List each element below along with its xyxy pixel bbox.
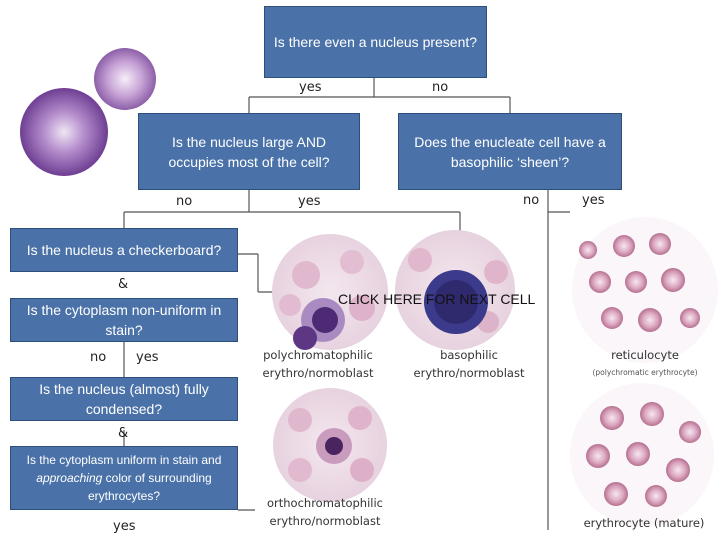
decorative-cell-small [94,48,156,110]
question-cytoplasm-nonuniform-text: Is the cytoplasm non-uniform in stain? [26,302,222,338]
caption-orthochromatophilic: orthochromatophilic erythro/normoblast [252,494,398,530]
label-yes-top: yes [299,80,322,95]
orthochromatophilic-micrograph [273,388,387,502]
basophilic-micrograph [395,230,515,350]
caption-erythrocyte: erythrocyte (mature) [583,516,705,530]
caption-polychromatophilic-line1: polychromatophilic [263,348,373,362]
question-basophilic-sheen[interactable]: Does the enucleate cell have a basophili… [398,113,622,190]
caption-basophilic-line2: erythro/normoblast [413,366,525,380]
label-no-left: no [90,350,107,365]
connector-lines [123,78,570,530]
caption-reticulocyte: reticulocyte [611,348,679,362]
question-nucleus-large[interactable]: Is the nucleus large AND occupies most o… [138,113,360,190]
caption-polychromatophilic: polychromatophilic erythro/normoblast [248,346,388,382]
question-nucleus-present-text: Is there even a nucleus present? [273,34,478,50]
label-no-right: no [523,193,540,208]
label-amp-2: & [118,426,129,441]
question-fully-condensed-text: Is the nucleus (almost) fully condensed? [39,381,209,417]
label-no-top: no [432,80,449,95]
label-yes-right: yes [582,193,605,208]
caption-basophilic: basophilic erythro/normoblast [398,346,540,382]
label-no-mid: no [176,194,193,209]
label-amp-1: & [118,277,129,292]
cytoplasm-uniform-post: color of surrounding erythrocytes? [87,471,212,503]
question-checkerboard[interactable]: Is the nucleus a checkerboard? [10,228,238,272]
label-yes-mid: yes [298,194,321,209]
next-cell-link[interactable]: CLICK HERE FOR NEXT CELL [338,291,536,307]
caption-orthochromatophilic-line2: erythro/normoblast [269,514,381,528]
caption-orthochromatophilic-line1: orthochromatophilic [266,496,383,510]
decorative-cell-large [20,88,108,176]
polychromatophilic-micrograph [272,234,388,350]
caption-basophilic-line1: basophilic [440,348,498,362]
question-cytoplasm-uniform-text: Is the cytoplasm uniform in stain and ap… [11,451,237,505]
question-cytoplasm-nonuniform[interactable]: Is the cytoplasm non-uniform in stain? [10,298,238,342]
caption-reticulocyte-sub: (polychromatic erythrocyte) [592,368,698,377]
caption-polychromatophilic-line2: erythro/normoblast [262,366,374,380]
label-yes-left: yes [136,350,159,365]
question-nucleus-large-text: Is the nucleus large AND occupies most o… [168,133,330,170]
question-fully-condensed[interactable]: Is the nucleus (almost) fully condensed? [10,377,238,421]
cytoplasm-uniform-em: approaching [36,471,103,485]
erythrocyte-micrograph [570,383,714,527]
question-checkerboard-text: Is the nucleus a checkerboard? [26,242,222,258]
question-basophilic-sheen-text: Does the enucleate cell have a basophili… [414,133,606,170]
question-cytoplasm-uniform[interactable]: Is the cytoplasm uniform in stain and ap… [10,446,238,510]
reticulocyte-micrograph [572,217,718,363]
cytoplasm-uniform-pre: Is the cytoplasm uniform in stain and [26,453,222,467]
question-nucleus-present[interactable]: Is there even a nucleus present? [264,6,487,78]
label-yes-bottom: yes [113,519,136,534]
